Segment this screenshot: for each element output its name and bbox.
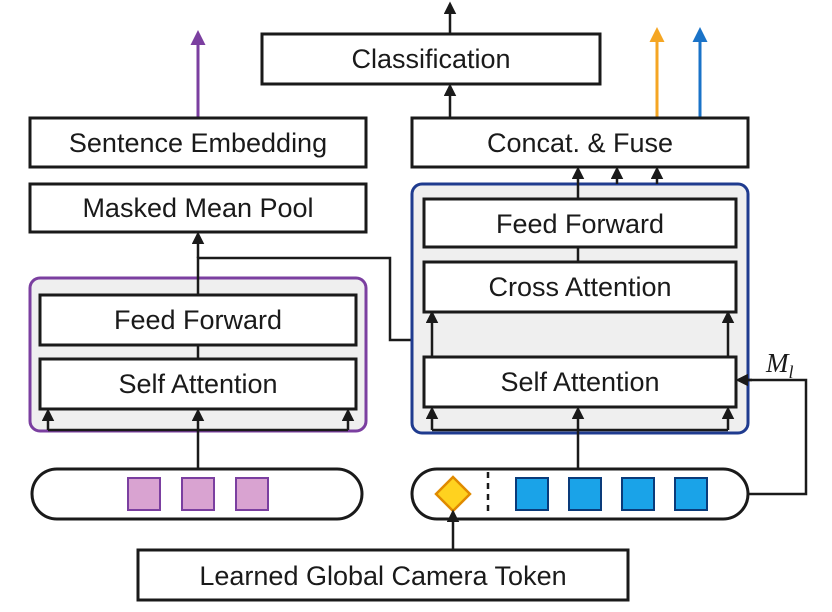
camera-self-attention-label: Self Attention (500, 367, 659, 397)
global-token-box (136, 548, 630, 602)
cross-attention-label: Cross Attention (488, 272, 671, 302)
camera-feed-forward-label: Feed Forward (496, 209, 664, 239)
text-feed-forward-label: Feed Forward (114, 305, 282, 335)
sentence-embedding-label: Sentence Embedding (69, 128, 327, 158)
global-token-label: Learned Global Camera Token (199, 561, 566, 591)
camera-token (568, 477, 602, 511)
camera-input-connector (432, 428, 728, 469)
camera-token (674, 477, 708, 511)
camera-feed-forward-box (422, 197, 738, 249)
camera-token (515, 477, 549, 511)
camera-token (621, 477, 655, 511)
classification-box (260, 32, 602, 86)
text-input-connector (48, 428, 348, 469)
mask-subscript: l (789, 362, 794, 382)
camera-tokens (515, 477, 708, 511)
text-token (181, 477, 215, 511)
masked-mean-pool-label: Masked Mean Pool (82, 193, 313, 223)
cross-attention-box (422, 260, 738, 314)
camera-self-attention-box (422, 355, 738, 409)
sentence-embedding-box (28, 116, 368, 169)
text-token (235, 477, 269, 511)
global-camera-token (434, 475, 472, 513)
text-token (127, 477, 161, 511)
text-self-attention-label: Self Attention (118, 369, 277, 399)
concat-fuse-label: Concat. & Fuse (487, 128, 673, 158)
mask-label: Ml (765, 348, 794, 382)
text-tokens (127, 477, 269, 511)
mask-loop-connector (742, 378, 808, 496)
classification-label: Classification (351, 44, 510, 74)
